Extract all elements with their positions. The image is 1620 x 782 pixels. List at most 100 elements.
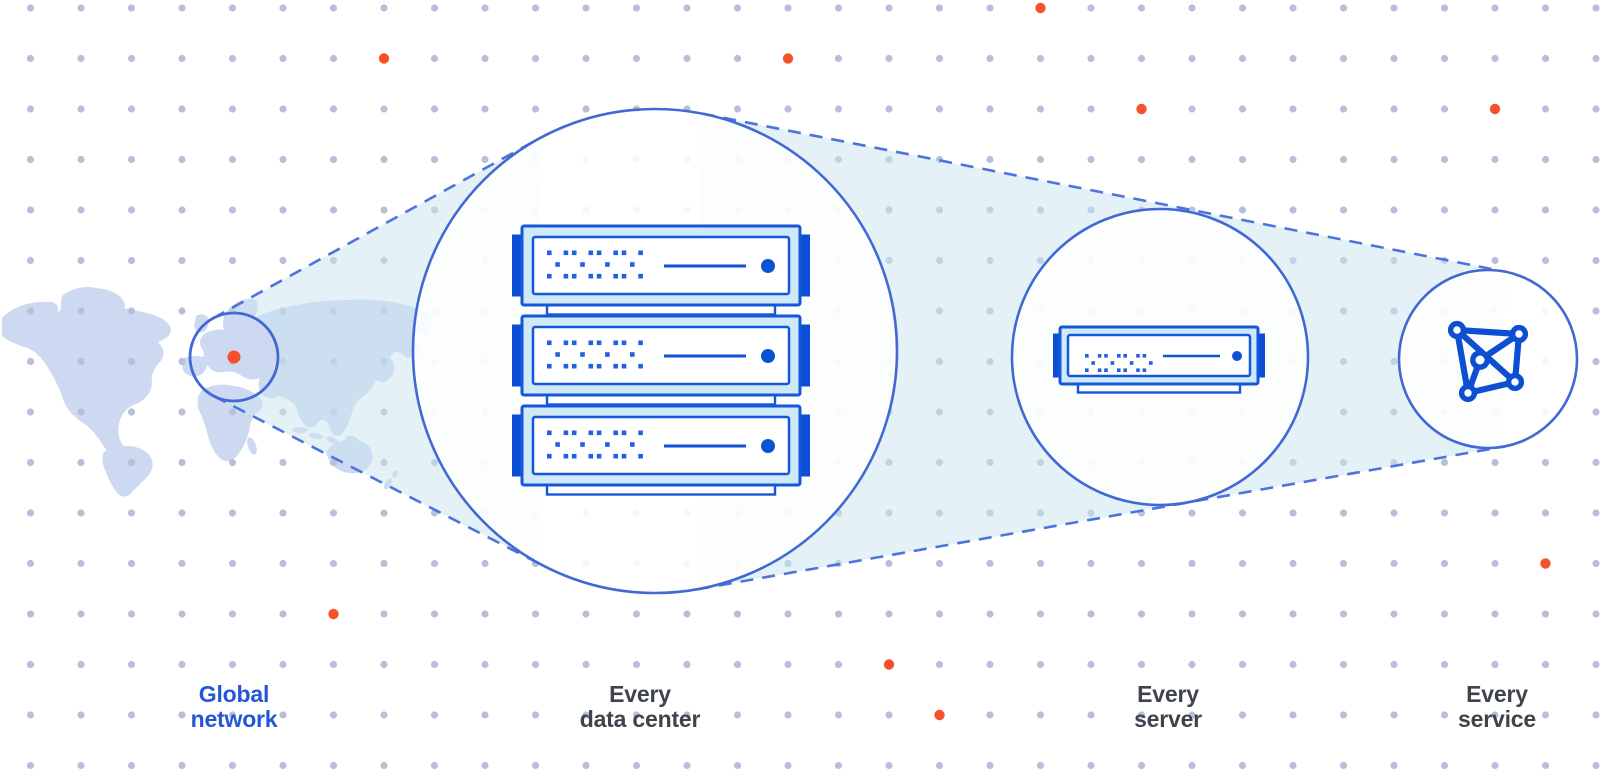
grid-dot xyxy=(329,711,338,719)
grid-dot xyxy=(986,660,994,669)
grid-dot xyxy=(77,610,85,618)
grid-dot xyxy=(1592,307,1600,315)
label-line-1: Global xyxy=(198,681,270,707)
grid-dot xyxy=(986,761,994,770)
grid-dot xyxy=(1238,711,1247,719)
grid-dot xyxy=(1339,660,1348,669)
grid-dot xyxy=(1087,660,1095,669)
grid-dot xyxy=(178,307,186,315)
grid-dot xyxy=(1592,761,1600,770)
dashed-tangent-line xyxy=(213,394,545,568)
grid-dot xyxy=(632,761,641,770)
grid-dot xyxy=(1592,54,1600,63)
grid-dot xyxy=(127,509,136,517)
grid-dot xyxy=(935,4,944,12)
grid-dot xyxy=(1137,660,1146,669)
grid-dot xyxy=(1289,105,1297,113)
grid-dot xyxy=(935,54,944,63)
grid-dot xyxy=(1440,761,1449,770)
grid-dot xyxy=(531,610,540,618)
pixel-square xyxy=(613,453,618,459)
pixel-square xyxy=(596,273,602,279)
grid-dot xyxy=(380,761,388,770)
server-pixel-pattern xyxy=(547,340,643,369)
grid-dot xyxy=(632,4,641,12)
grid-dot xyxy=(329,155,338,164)
grid-dot xyxy=(632,660,641,669)
grid-dot xyxy=(1289,711,1297,719)
grid-dot xyxy=(329,54,338,63)
grid-dot xyxy=(178,660,186,669)
grid-dot xyxy=(1592,357,1600,366)
grid-dot xyxy=(127,610,136,618)
grid-dot xyxy=(1491,610,1499,618)
pixel-square xyxy=(613,273,618,279)
grid-dot xyxy=(885,105,893,113)
grid-dot xyxy=(1188,509,1196,517)
dashed-tangent-line xyxy=(696,445,1504,591)
grid-dot xyxy=(279,660,287,669)
grid-dot xyxy=(1541,105,1550,113)
grid-dot xyxy=(683,610,691,618)
zoom-beam-dashed-edges xyxy=(212,112,1506,591)
pixel-square xyxy=(1123,354,1127,358)
grid-dot xyxy=(1087,559,1095,568)
grid-dot xyxy=(1390,105,1398,113)
grid-dot xyxy=(481,54,489,63)
grid-dot xyxy=(1289,4,1297,12)
grid-dot xyxy=(127,105,136,113)
grid-dot xyxy=(1137,155,1146,164)
grid-dot xyxy=(784,4,792,12)
grid-dot xyxy=(127,206,136,214)
grid-dot xyxy=(279,206,287,214)
pixel-square xyxy=(605,442,610,447)
pixel-square xyxy=(613,340,618,346)
pixel-square xyxy=(563,430,569,436)
grid-dot xyxy=(784,761,792,770)
grid-dot xyxy=(77,408,85,416)
globe-focus-circle xyxy=(188,311,280,403)
grid-dot xyxy=(26,408,35,416)
grid-dot xyxy=(1440,509,1449,517)
pixel-square xyxy=(621,430,627,436)
pixel-square xyxy=(563,363,569,369)
grid-dot xyxy=(481,660,489,669)
grid-dot xyxy=(228,4,237,12)
grid-dot xyxy=(1188,54,1196,63)
dashed-tangent-line xyxy=(212,137,539,320)
grid-dot xyxy=(1036,559,1045,568)
grid-dot xyxy=(683,761,691,770)
grid-dot xyxy=(329,509,338,517)
grid-dot xyxy=(26,54,35,63)
grid-dot xyxy=(127,357,136,366)
pixel-square xyxy=(547,273,552,279)
server-rack-icon xyxy=(512,314,810,406)
grid-dot xyxy=(1238,610,1247,618)
mesh-node xyxy=(1505,372,1525,392)
grid-dot xyxy=(1036,711,1045,719)
pixel-square xyxy=(596,340,602,346)
grid-dot xyxy=(582,54,590,63)
grid-dot xyxy=(77,711,85,719)
grid-dot xyxy=(986,4,994,12)
pixel-square xyxy=(1097,368,1102,372)
grid-dot xyxy=(430,559,439,568)
grid-dot xyxy=(26,4,35,12)
grid-dot xyxy=(481,610,489,618)
grid-dot xyxy=(986,54,994,63)
grid-dot xyxy=(329,761,338,770)
grid-dot xyxy=(26,105,35,113)
grid-dot xyxy=(1289,509,1297,517)
server-pixel-pattern xyxy=(1085,354,1153,372)
grid-dot xyxy=(1390,559,1398,568)
grid-dot xyxy=(178,458,186,467)
grid-dot xyxy=(1440,54,1449,63)
grid-dot xyxy=(885,761,893,770)
grid-dot xyxy=(1339,155,1348,164)
grid-dot xyxy=(632,711,641,719)
pixel-square xyxy=(588,273,594,279)
grid-dot xyxy=(582,761,590,770)
grid-dot xyxy=(1592,458,1600,467)
grid-dot xyxy=(1390,206,1398,214)
pixel-square xyxy=(638,363,643,369)
